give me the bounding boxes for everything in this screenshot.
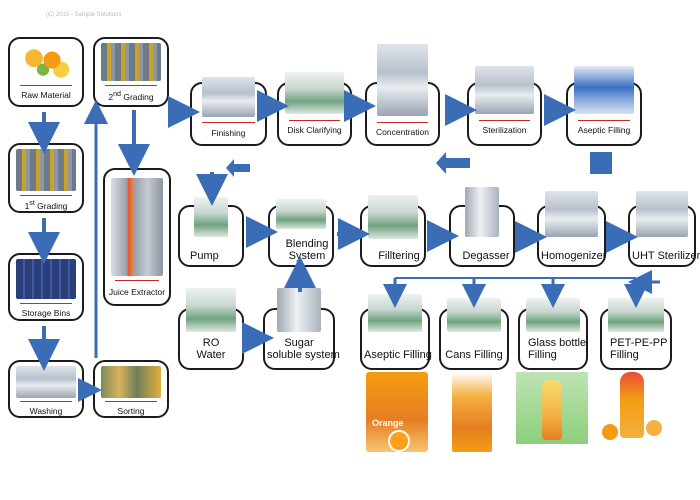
concentration-label: Concentration [376,127,429,137]
uht-label: UHT Sterilizer [632,250,700,262]
node-aseptic-filling: Aseptic Filling [360,294,432,370]
juice-extractor-photo [111,178,163,276]
finishing-photo [202,77,255,117]
node-storage-bins: Storage Bins [8,253,84,321]
sterilization-label: Sterilization [482,125,527,135]
second-grading-label: 2nd Grading [108,90,154,102]
ro-water-label: RO Water [196,337,226,361]
node-uht: UHT Sterilizer [628,191,700,267]
node-raw-material: Raw Material [8,37,84,107]
sugar-photo [277,288,321,332]
raw-material-photo [16,43,76,81]
cans-filling-label: Cans Filling [445,349,503,361]
node-disk-clarifying: Disk Clarifying [277,72,352,146]
header-text: (C) 2015 - Sample Solutions [46,12,122,18]
first-grading-label: 1st Grading [24,199,68,211]
pet-label: PET-PE-PP Filling [610,337,668,361]
homogenizer-photo [545,191,598,237]
disk-clarifying-photo [285,72,344,114]
node-glass-bottle: Glass bottle Filling [518,298,588,370]
juice-extractor-label: Juice Extractor [108,287,166,297]
degasser-label: Degasser [462,250,510,262]
aseptic-filling-top-photo [574,66,634,114]
node-sorting: Sorting [93,360,169,418]
degasser-photo [465,187,499,237]
node-cans-filling: Cans Filling [439,298,509,370]
glass-bottle-label: Glass bottle Filling [528,337,587,361]
node-degasser: Degasser [449,187,515,267]
pump-label: Pump [190,250,219,262]
node-aseptic-filling-top: Aseptic Filling [566,66,642,146]
storage-bins-label: Storage Bins [21,308,71,318]
ro-water-photo [186,288,236,332]
raw-material-label: Raw Material [21,90,71,100]
filltering-label: Filltering [378,250,420,262]
node-homogenizer: Homogenizer [537,191,607,267]
second-grading-photo [101,43,161,81]
aseptic-filling-label: Aseptic Filling [364,349,432,361]
blending-photo [276,199,326,229]
blending-label: Blending System [285,238,329,262]
finishing-label: Finishing [211,128,246,138]
sterilization-photo [475,66,534,114]
aseptic-filling-top-label: Aseptic Filling [577,125,631,135]
node-pet: PET-PE-PP Filling [600,298,672,370]
washing-label: Washing [29,406,63,416]
carton-label: Orange [372,418,404,428]
orange-can-image [452,372,492,452]
node-sugar: Sugar soluble system [263,288,340,370]
concentration-photo [377,44,428,116]
orange-carton-image: Orange [366,372,428,452]
glass-bottle-image [516,372,588,444]
disk-clarifying-label: Disk Clarifying [287,125,342,135]
uht-photo [636,191,688,237]
sorting-label: Sorting [117,406,145,416]
homogenizer-label: Homogenizer [541,250,607,262]
node-first-grading: 1st Grading [8,143,84,213]
node-finishing: Finishing [190,77,267,146]
node-ro-water: RO Water [178,288,244,370]
node-juice-extractor: Juice Extractor [103,168,171,306]
sorting-photo [101,366,161,398]
storage-bins-photo [16,259,76,299]
pet-bottle-image [600,372,668,448]
sugar-label: Sugar soluble system [267,337,340,361]
node-second-grading: 2nd Grading [93,37,169,107]
first-grading-photo [16,149,76,191]
node-concentration: Concentration [365,44,440,146]
filltering-photo [368,195,418,239]
washing-photo [16,366,76,398]
